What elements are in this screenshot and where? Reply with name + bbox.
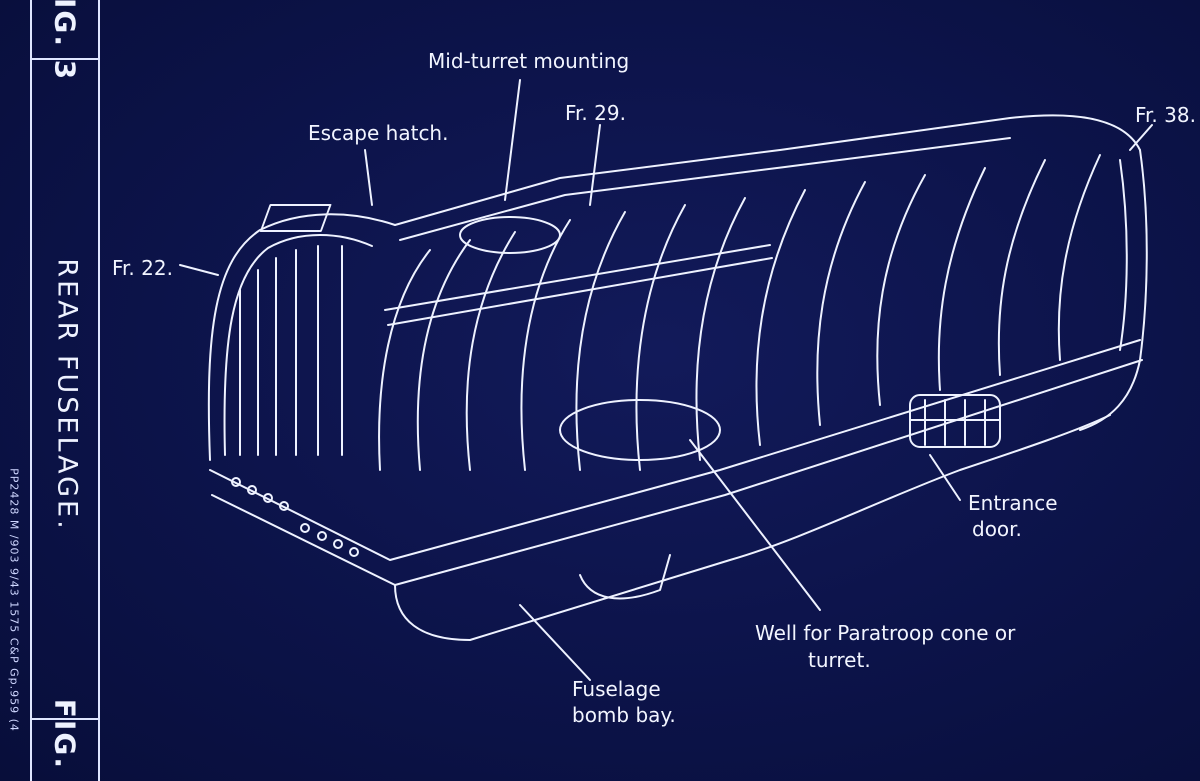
- ring-frames: [378, 154, 1101, 471]
- label-well-line2: turret.: [808, 648, 871, 672]
- label-bomb-bay-line1: Fuselage: [572, 677, 661, 701]
- mid-turret-ring: [459, 216, 561, 254]
- label-mid-turret: Mid-turret mounting: [428, 49, 630, 73]
- label-bomb-bay-line2: bomb bay.: [572, 703, 676, 727]
- longitudinal-beam-lower: [387, 257, 773, 326]
- bomb-bay-tub: [579, 554, 671, 600]
- longitudinal-beam: [384, 244, 771, 311]
- leader-well: [689, 439, 821, 611]
- bomb-bay-skin: [394, 414, 1111, 641]
- forward-stringers: [239, 245, 343, 456]
- leader-entrance-door: [929, 454, 961, 501]
- leader-bomb-bay: [519, 604, 591, 681]
- label-well-line1: Well for Paratroop cone or: [755, 621, 1016, 645]
- label-escape-hatch: Escape hatch.: [308, 121, 449, 145]
- leader-mid-turret: [504, 79, 521, 201]
- label-fr29: Fr. 29.: [565, 101, 626, 125]
- roof-line: [394, 114, 1141, 226]
- forward-frame-outer: [207, 213, 396, 461]
- leader-fr22: [179, 264, 219, 276]
- aft-frame-inner: [1119, 159, 1128, 351]
- leader-escape-hatch: [364, 149, 373, 206]
- rivet-holes: [231, 477, 359, 557]
- leader-fr29: [589, 124, 601, 206]
- label-fr22: Fr. 22.: [112, 256, 173, 280]
- label-entrance-door-line2: door.: [972, 517, 1022, 541]
- forward-frame-inner: [223, 234, 373, 456]
- label-fr38: Fr. 38.: [1135, 103, 1196, 127]
- escape-hatch-frame: [259, 204, 332, 232]
- floor-longeron-lower: [211, 359, 1143, 586]
- paratroop-well: [559, 399, 721, 461]
- floor-longeron: [209, 339, 1141, 561]
- title-strip: [30, 0, 100, 781]
- fig-box-top: FIG. 3: [30, 0, 100, 81]
- aft-frame: [1079, 149, 1148, 431]
- fig-box-bottom: FIG. 3: [30, 698, 100, 781]
- leader-fr38: [1129, 124, 1153, 151]
- label-entrance-door-line1: Entrance: [968, 491, 1058, 515]
- roof-line-inner: [399, 137, 1011, 241]
